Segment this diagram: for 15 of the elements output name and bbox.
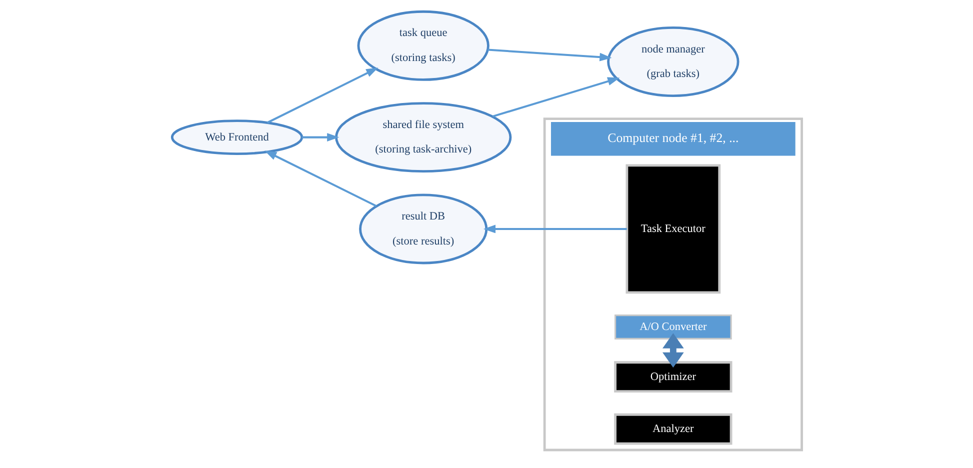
node-box: Analyzer [614, 413, 732, 445]
arrow [482, 224, 626, 234]
arrow [492, 77, 620, 118]
node-box: A/O Converter [614, 314, 732, 340]
node-box: Optimizer [614, 361, 732, 393]
node-ellipse: result DB (store results) [358, 194, 488, 264]
node-ellipse: task queue (storing tasks) [356, 10, 489, 81]
arrow [301, 133, 339, 142]
node-ellipse: Web Frontend [170, 120, 303, 155]
arrow [487, 48, 612, 62]
node-box: Task Executor [625, 164, 720, 294]
arrow [264, 150, 376, 207]
node-ellipse: shared file system (storing task-archive) [334, 102, 512, 173]
arrow [266, 68, 378, 124]
arrow [662, 333, 684, 368]
